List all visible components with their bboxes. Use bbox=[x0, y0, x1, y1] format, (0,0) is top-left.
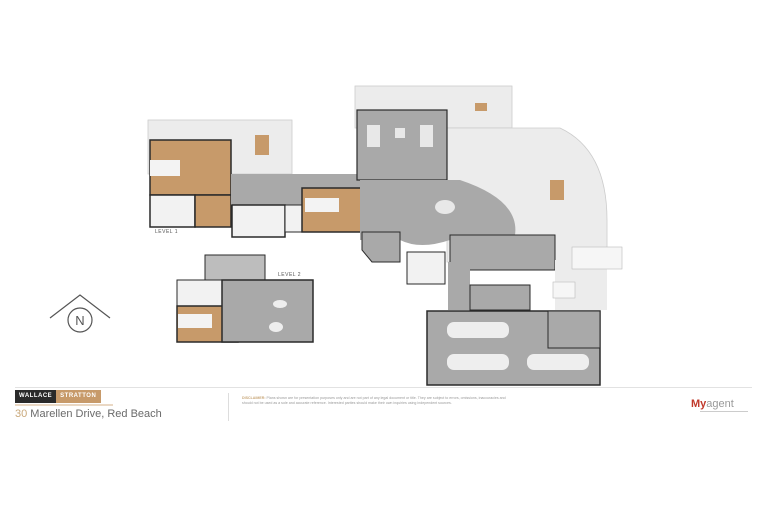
garage bbox=[426, 310, 601, 386]
dining-area bbox=[360, 180, 516, 245]
store bbox=[547, 310, 601, 349]
ensuite bbox=[149, 194, 196, 228]
dining-table-west bbox=[255, 135, 269, 155]
toilet bbox=[284, 204, 303, 233]
car-1 bbox=[447, 322, 509, 338]
disclaimer: DISCLAIMER: Plans shown are for presenta… bbox=[242, 396, 506, 405]
stairs bbox=[204, 254, 266, 281]
level-1-central bbox=[354, 85, 623, 311]
myagent-tagline bbox=[700, 411, 748, 412]
dining-table-deck bbox=[550, 180, 564, 200]
footer-vertical-divider bbox=[228, 393, 229, 421]
property-address: 30 Marellen Drive, Red Beach bbox=[15, 408, 162, 420]
level-1-west-wing: LEVEL 1 bbox=[147, 119, 372, 238]
bed-2 bbox=[305, 198, 339, 212]
wallace-stratton-logo: WALLACE STRATTON bbox=[15, 390, 102, 403]
bbq-area bbox=[571, 246, 623, 270]
compass-label: N bbox=[75, 313, 84, 328]
level-2-label: LEVEL 2 bbox=[278, 272, 301, 278]
level-1-label: LEVEL 1 bbox=[155, 229, 178, 235]
table-north bbox=[475, 103, 487, 111]
car-2 bbox=[447, 354, 509, 370]
dining-table-round bbox=[435, 200, 455, 214]
footer-divider bbox=[15, 387, 752, 388]
level-2: LEVEL 2 bbox=[176, 254, 314, 343]
car-3 bbox=[527, 354, 589, 370]
myagent-logo: Myagent bbox=[691, 398, 734, 410]
bathroom-level-2 bbox=[176, 279, 223, 309]
walk-in-wardrobe bbox=[194, 194, 232, 228]
spa bbox=[552, 281, 576, 299]
floor-plan: LEVEL 1 LEVEL 2 bbox=[49, 85, 623, 386]
logo-tagline bbox=[15, 404, 113, 406]
bed-3 bbox=[178, 314, 212, 328]
study bbox=[361, 231, 401, 263]
bathroom bbox=[231, 204, 286, 238]
family-room bbox=[221, 279, 314, 343]
laundry bbox=[406, 251, 446, 285]
entry-hall bbox=[448, 262, 470, 310]
master-bed bbox=[150, 160, 180, 176]
north-compass-icon: N bbox=[49, 294, 111, 333]
stairs-down bbox=[469, 284, 531, 311]
